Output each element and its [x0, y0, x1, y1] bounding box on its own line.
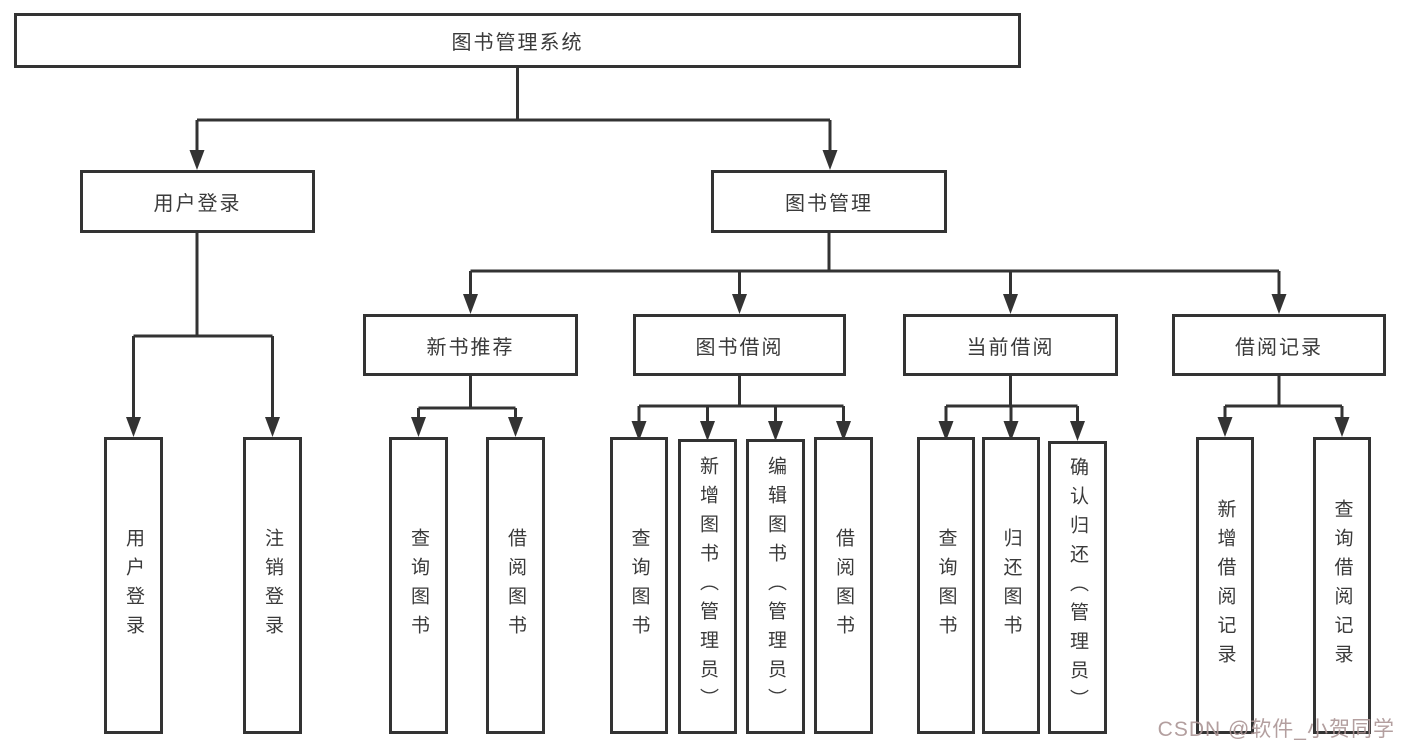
- connector-book-mgmt: [463, 233, 1287, 314]
- leaf-add-borrow-record: 新增借阅记录: [1196, 437, 1254, 734]
- connector-user-login: [126, 233, 280, 437]
- leaf-user-login-label: 用户登录: [123, 527, 144, 644]
- csdn-watermark: CSDN @软件_小贺同学: [1157, 718, 1395, 741]
- leaf-query-book-3-label: 查询图书: [935, 527, 957, 644]
- connector-new-rec: [411, 376, 523, 437]
- node-book-borrow: 图书借阅: [633, 314, 846, 376]
- leaf-query-book-1-label: 查询图书: [408, 527, 429, 644]
- leaf-borrow-book-2-label: 借阅图书: [833, 527, 854, 644]
- node-root-label: 图书管理系统: [451, 32, 584, 54]
- leaf-borrow-book-1-label: 借阅图书: [505, 527, 526, 644]
- leaf-borrow-book-2: 借阅图书: [814, 437, 873, 734]
- leaf-query-book-3: 查询图书: [917, 437, 975, 734]
- node-borrow-records: 借阅记录: [1172, 314, 1386, 376]
- leaf-query-borrow-record-label: 查询借阅记录: [1331, 498, 1353, 673]
- leaf-confirm-return: 确认归还（管理员）: [1048, 441, 1107, 734]
- leaf-user-login: 用户登录: [104, 437, 163, 734]
- connector-book-borrow: [631, 376, 851, 441]
- leaf-query-book-2-label: 查询图书: [628, 527, 650, 644]
- node-book-borrow-label: 图书借阅: [695, 336, 784, 359]
- leaf-logout-label: 注销登录: [262, 527, 283, 644]
- leaf-logout: 注销登录: [243, 437, 302, 734]
- node-user-login-label: 用户登录: [153, 193, 242, 215]
- leaf-return-book: 归还图书: [982, 437, 1040, 734]
- leaf-confirm-return-label: 确认归还（管理员）: [1067, 457, 1088, 718]
- leaf-edit-book: 编辑图书（管理员）: [746, 439, 805, 734]
- connector-root: [189, 68, 838, 170]
- leaf-add-book-label: 新增图书（管理员）: [697, 456, 718, 717]
- leaf-add-borrow-record-label: 新增借阅记录: [1214, 498, 1236, 673]
- leaf-borrow-book-1: 借阅图书: [486, 437, 545, 734]
- leaf-return-book-label: 归还图书: [1000, 527, 1022, 644]
- node-root: 图书管理系统: [14, 13, 1021, 68]
- leaf-query-book-2: 查询图书: [610, 437, 668, 734]
- node-book-mgmt-label: 图书管理: [785, 193, 873, 215]
- leaf-edit-book-label: 编辑图书（管理员）: [765, 456, 786, 717]
- leaf-query-book-1: 查询图书: [389, 437, 448, 734]
- leaf-query-borrow-record: 查询借阅记录: [1313, 437, 1371, 734]
- node-borrow-records-label: 借阅记录: [1235, 336, 1323, 359]
- connector-records: [1217, 376, 1350, 437]
- node-current-borrow: 当前借阅: [903, 314, 1118, 376]
- node-current-borrow-label: 当前借阅: [966, 336, 1055, 359]
- leaf-add-book: 新增图书（管理员）: [678, 439, 737, 734]
- node-user-login: 用户登录: [80, 170, 315, 233]
- node-new-book-rec-label: 新书推荐: [426, 336, 515, 359]
- node-new-book-rec: 新书推荐: [363, 314, 578, 376]
- node-book-mgmt: 图书管理: [711, 170, 947, 233]
- connector-current-borrow: [938, 376, 1085, 441]
